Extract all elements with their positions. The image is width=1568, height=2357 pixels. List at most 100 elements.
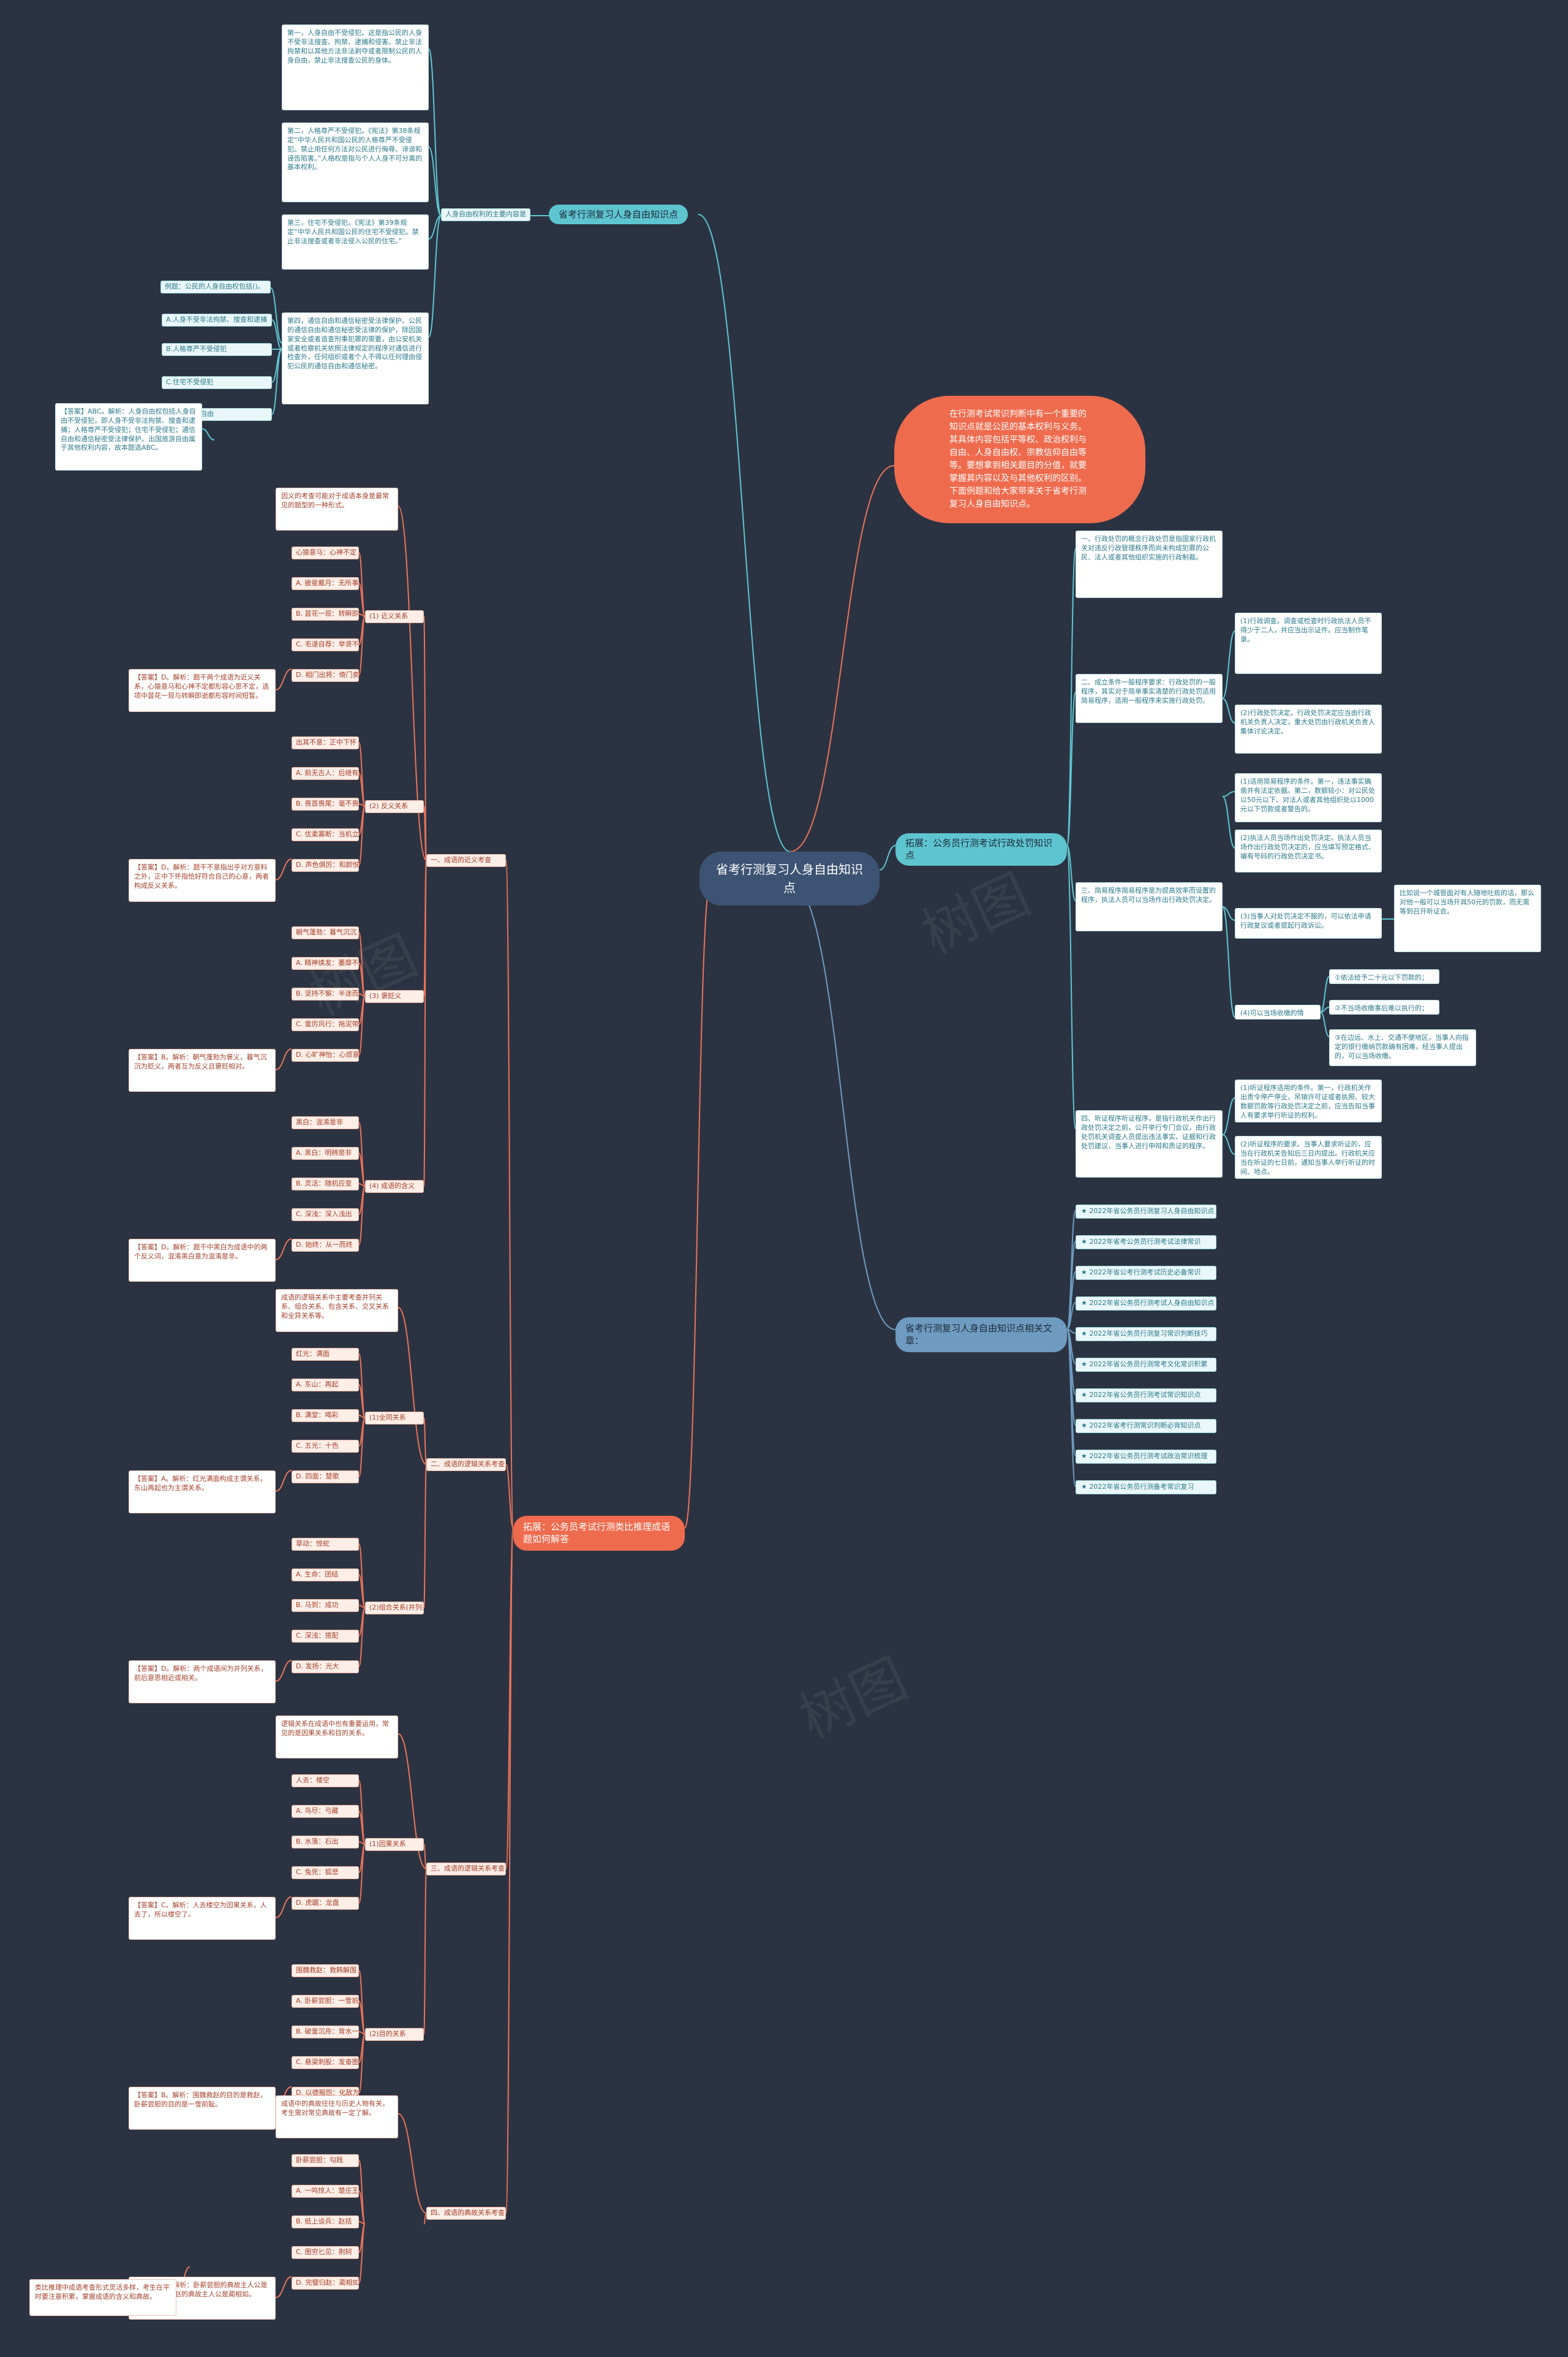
answer-explanation: 【答案】ABC。解析：人身自由权包括人身自由不受侵犯，即人身不受非法拘禁、搜查和… xyxy=(55,403,202,471)
idiom-option: 红光：满面 xyxy=(292,1348,359,1361)
connector xyxy=(505,1527,514,2214)
penalty-point: 四、听证程序听证程序，是指行政机关作出行政处罚决定之前，公开举行专门会议，由行政… xyxy=(1076,1110,1223,1178)
relation-group: (2)目的关系 xyxy=(365,2028,424,2041)
branch-idiom-analogy[interactable]: 拓展：公务员考试行测类比推理成语题如何解答 xyxy=(513,1516,685,1551)
idiom-option: B. 坚持不懈：半途而废 xyxy=(292,988,359,1001)
idiom-option: C. 图穷匕见：荆轲 xyxy=(292,2246,359,2259)
penalty-point: (1)适用简易程序的条件。第一，违法事实确凿并有法定依据。第二，数额较小：对公民… xyxy=(1235,773,1382,822)
branch-admin-penalty[interactable]: 拓展：公务员行测考试行政处罚知识点 xyxy=(895,833,1067,866)
penalty-point: (2)执法人员当场作出处罚决定。执法人员当场作出行政处罚决定的，应当填写预定格式… xyxy=(1235,830,1382,872)
idiom-option: A. 生命：团结 xyxy=(292,1568,359,1581)
idiom-option: C. 悬梁刺股：发奋图强 xyxy=(292,2056,359,2069)
branch-related-articles[interactable]: 省考行测复习人身自由知识点相关文章： xyxy=(895,1317,1067,1352)
relation-group: (1) 近义关系 xyxy=(365,610,424,623)
relation-group: (4) 成语的含义 xyxy=(365,1180,424,1193)
root-node[interactable]: 省考行测复习人身自由知识点 xyxy=(699,852,880,906)
penalty-point: 一、行政处罚的概念行政处罚是指国家行政机关对违反行政管理秩序而尚未构成犯罪的公民… xyxy=(1076,531,1223,598)
connector xyxy=(698,214,791,852)
connector xyxy=(879,845,896,871)
idiom-option: 草动：惊蛇 xyxy=(292,1538,359,1551)
related-article-link[interactable]: ★ 2022年省公务员行测常考文化常识积累 xyxy=(1076,1358,1216,1372)
related-article-link[interactable]: ★ 2022年省公务员行测备考常识复习 xyxy=(1076,1480,1216,1494)
connector xyxy=(1066,845,1076,1129)
connector xyxy=(358,1417,366,1477)
idiom-answer: 【答案】B。解析：围魏救赵的目的是救赵，卧薪尝胆的目的是一雪前耻。 xyxy=(129,2087,276,2130)
idiom-option: A. 一鸣惊人：楚庄王 xyxy=(292,2185,359,2198)
connector xyxy=(1222,791,1235,797)
connector xyxy=(275,1896,292,1918)
idiom-option: D. 始终：从一而终 xyxy=(292,1239,359,1252)
connector xyxy=(358,2000,366,2035)
idiom-option: 黑白：混淆是非 xyxy=(292,1116,359,1129)
idiom-option: D. 相门出将：倚门卖笑 xyxy=(292,669,359,682)
branch-personal-freedom-sub: 人身自由权利的主要内容是 xyxy=(441,208,530,221)
connector xyxy=(423,1844,427,1869)
connector xyxy=(505,860,514,1529)
idiom-section: 二、成语的逻辑关系考查 xyxy=(426,1458,506,1471)
idiom-option: B. 马到：成功 xyxy=(292,1599,359,1612)
connector xyxy=(275,1238,292,1260)
penalty-point: 比如说一个城管面对有人随地吐痰的话，那么对他一般可以当场开具50元的罚款，而无需… xyxy=(1394,885,1541,952)
section-intro: 成语中的典故往往与历史人物有关，考生需对常见典故有一定了解。 xyxy=(276,2095,398,2138)
penalty-point: 三、简易程序简易程序是为提高效率而设置的程序，执法人员可以当场作出行政处罚决定。 xyxy=(1076,882,1223,931)
penalty-point: (4)可以当场收缴的情形： xyxy=(1235,1005,1321,1020)
penalty-point: ③在边远、水上、交通不便地区，当事人向指定的银行缴纳罚款确有困难，经当事人提出的… xyxy=(1329,1029,1476,1066)
idiom-option: D. 完璧归赵：蔺相如 xyxy=(292,2277,359,2290)
connector xyxy=(275,1048,292,1070)
connector xyxy=(1320,976,1330,1013)
idiom-section: 四、成语的典故关系考查 xyxy=(426,2207,506,2220)
idiom-option: B. 满堂：喝彩 xyxy=(292,1409,359,1422)
question-option: C.住宅不受侵犯 xyxy=(162,376,272,389)
idiom-option: C. 毛遂自荐：举贤不避亲 xyxy=(292,638,359,651)
connector xyxy=(358,1810,366,1845)
connector xyxy=(1222,1097,1235,1135)
connector xyxy=(423,860,427,1187)
penalty-point: (3)当事人对处罚决定不服的，可以依法申请行政复议或者提起行政诉讼。 xyxy=(1235,908,1382,939)
idiom-option: D. 声色俱厉：和颜悦色 xyxy=(292,859,359,872)
related-article-link[interactable]: ★ 2022年省公务员行测考试政治常识梳理 xyxy=(1076,1450,1216,1464)
connector xyxy=(270,287,282,344)
idiom-option: A. 鸟尽：弓藏 xyxy=(292,1805,359,1818)
connector xyxy=(275,858,292,880)
idiom-option: 朝气蓬勃：暮气沉沉 xyxy=(292,926,359,939)
connector xyxy=(358,996,366,1056)
freedom-point: 第三，住宅不受侵犯。《宪法》第39条规定“中华人民共和国公民的住宅不受侵犯。禁止… xyxy=(282,214,429,270)
connector xyxy=(1222,906,1235,1018)
connector xyxy=(1066,1210,1076,1330)
related-article-link[interactable]: ★ 2022年省考公务员行测考试法律常识 xyxy=(1076,1235,1216,1249)
idiom-option: C. 优柔寡断：当机立断 xyxy=(292,828,359,841)
idiom-answer: 【答案】D。解析：题干不意指出乎对方意料之外，正中下怀指恰好符合自己的心意，两者… xyxy=(129,859,276,902)
connector xyxy=(423,1464,427,1608)
related-article-link[interactable]: ★ 2022年省公务员行测考试人身自由知识点 xyxy=(1076,1296,1216,1311)
connector xyxy=(790,882,896,1330)
connector xyxy=(398,2113,427,2214)
connector xyxy=(358,2223,366,2283)
connector xyxy=(271,349,282,415)
related-article-link[interactable]: ★ 2022年省公务员行测复习常识判断技巧 xyxy=(1076,1327,1216,1341)
related-article-link[interactable]: ★ 2022年省公务员行测考试常识知识点 xyxy=(1076,1388,1216,1402)
idiom-option: B. 灵活：随机应变 xyxy=(292,1178,359,1190)
connector xyxy=(398,505,427,861)
connector xyxy=(423,1868,427,2035)
connector xyxy=(1320,1012,1330,1037)
related-article-link[interactable]: ★ 2022年省公务员行测复习人身自由知识点 xyxy=(1076,1205,1216,1219)
section-intro: 逻辑关系在成语中也有重要运用，常见的是因果关系和目的关系。 xyxy=(276,1716,398,1758)
related-article-link[interactable]: ★ 2022年省公考行测考试历史必备常识 xyxy=(1076,1266,1216,1280)
connector xyxy=(358,773,366,807)
penalty-point: (2)行政处罚决定。行政处罚决定应当由行政机关负责人决定，重大处罚由行政机关负责… xyxy=(1235,705,1382,754)
connector xyxy=(358,616,366,676)
connector xyxy=(1066,845,1076,901)
idiom-answer: 【答案】D。解析：题干中黑白为成语中的两个反义词，混淆黑白意为混淆是非。 xyxy=(129,1239,276,1282)
idiom-option: A. 卧薪尝胆：一雪前耻 xyxy=(292,1995,359,2008)
connector xyxy=(423,2212,427,2225)
idiom-option: C. 深浅：搭配 xyxy=(292,1630,359,1643)
connector xyxy=(1066,692,1076,846)
idiom-option: D. 心旷神怡：心烦意乱 xyxy=(292,1049,359,1062)
related-article-link[interactable]: ★ 2022年省考行测常识判断必背知识点 xyxy=(1076,1419,1216,1433)
idiom-answer: 【答案】D。解析：两个成语间为并列关系，前后意思相近或相关。 xyxy=(129,1660,276,1703)
branch-personal-freedom[interactable]: 省考行测复习人身自由知识点 xyxy=(549,205,688,225)
idiom-option: D. 虎踞：龙盘 xyxy=(292,1897,359,1910)
connector xyxy=(1066,1329,1076,1487)
idiom-option: 心猿意马：心神不定 xyxy=(292,547,359,559)
relation-group: (2)组合关系(并列关系) xyxy=(365,1602,424,1614)
